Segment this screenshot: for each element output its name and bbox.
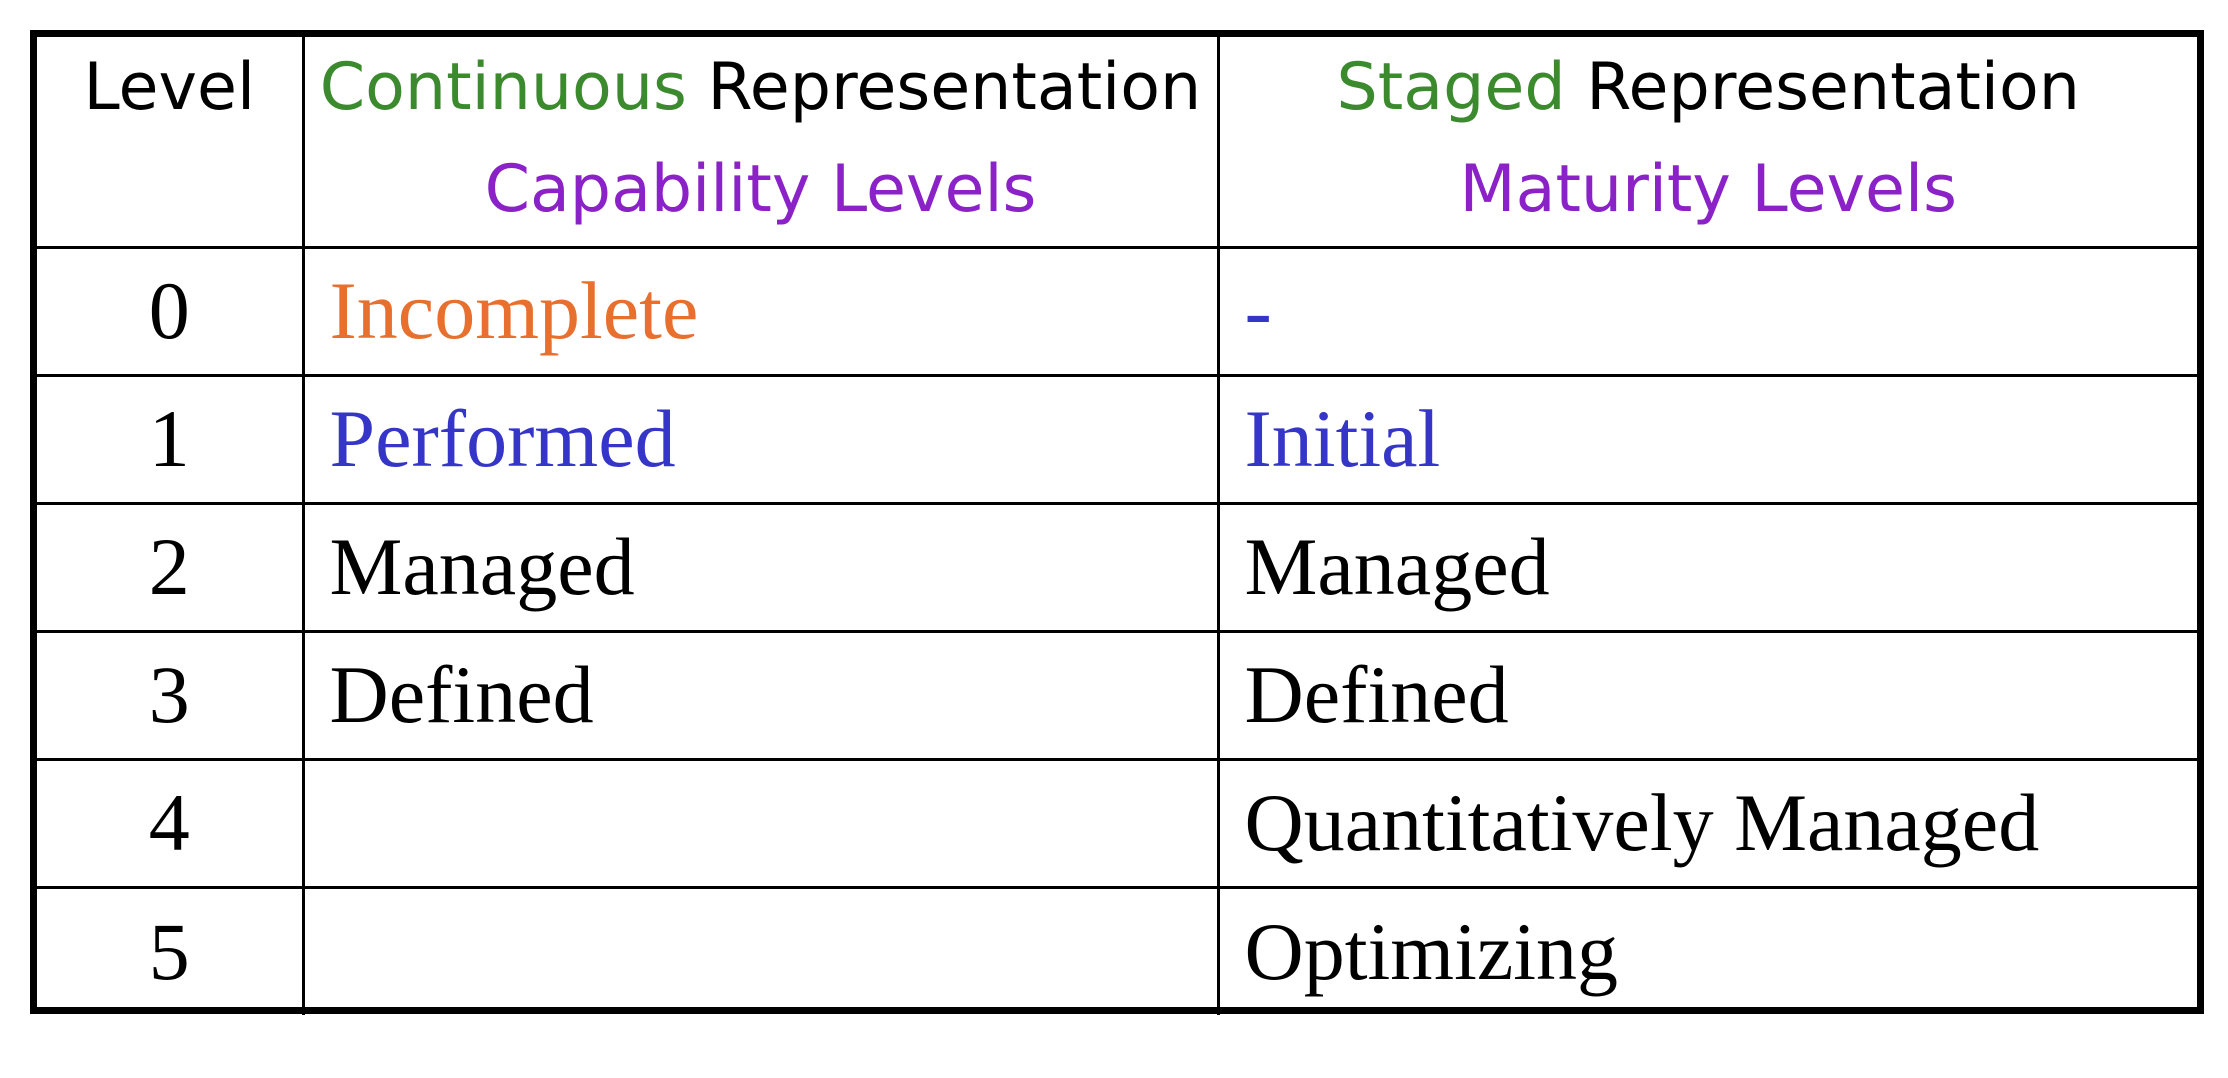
level-cell: 4 xyxy=(37,757,305,889)
table-row: 0 Incomplete - xyxy=(37,245,2197,377)
capability-cell: Managed xyxy=(301,501,1220,633)
maturity-cell: - xyxy=(1216,245,2197,377)
table-row: 2 Managed Managed xyxy=(37,501,2197,633)
continuous-column-header: Continuous Representation Capability Lev… xyxy=(301,37,1220,249)
level-cell: 5 xyxy=(37,885,305,1015)
table-row: 1 Performed Initial xyxy=(37,373,2197,505)
table-row: 3 Defined Defined xyxy=(37,629,2197,761)
staged-rest: Representation xyxy=(1565,50,2080,125)
capability-cell: Defined xyxy=(301,629,1220,761)
table-row: 4 Quantitatively Managed xyxy=(37,757,2197,889)
maturity-cell: Optimizing xyxy=(1216,885,2197,1015)
maturity-cell: Defined xyxy=(1216,629,2197,761)
staged-column-header: Staged Representation Maturity Levels xyxy=(1216,37,2198,249)
level-column-header: Level xyxy=(37,37,305,249)
level-cell: 2 xyxy=(37,501,305,633)
maturity-cell: Managed xyxy=(1216,501,2197,633)
levels-table-container: Level Continuous Representation Capabili… xyxy=(30,30,2204,1015)
capability-levels-sublabel: Capability Levels xyxy=(484,152,1037,227)
maturity-cell: Initial xyxy=(1216,373,2197,505)
level-header-label: Level xyxy=(83,50,256,125)
staged-emphasis: Staged xyxy=(1336,50,1566,125)
continuous-emphasis: Continuous xyxy=(319,50,687,125)
maturity-cell: Quantitatively Managed xyxy=(1216,757,2197,889)
level-cell: 3 xyxy=(37,629,305,761)
table-header-row: Level Continuous Representation Capabili… xyxy=(37,37,2198,249)
staged-header-title: Staged Representation xyxy=(1220,37,2198,139)
capability-cell: Incomplete xyxy=(301,245,1220,377)
continuous-rest: Representation xyxy=(686,50,1202,125)
level-cell: 1 xyxy=(37,373,305,505)
continuous-header-title: Continuous Representation xyxy=(305,37,1217,139)
table-row: 5 Optimizing xyxy=(37,885,2197,1015)
capability-cell: Performed xyxy=(301,373,1220,505)
capability-maturity-table: Level Continuous Representation Capabili… xyxy=(37,37,2197,1015)
maturity-levels-sublabel: Maturity Levels xyxy=(1459,152,1957,227)
capability-cell xyxy=(301,757,1220,889)
capability-cell xyxy=(301,885,1220,1015)
level-cell: 0 xyxy=(37,245,305,377)
